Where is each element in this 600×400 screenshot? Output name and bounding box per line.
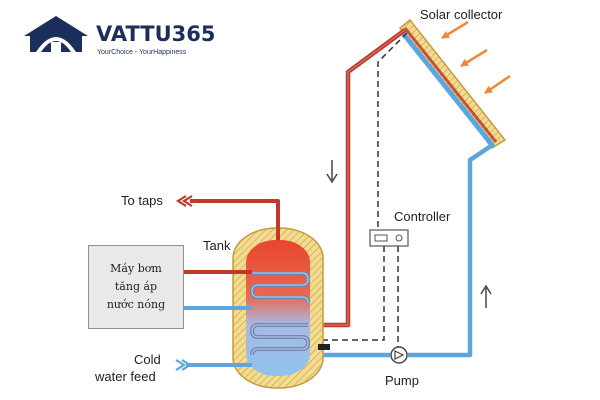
pump-label: Pump	[385, 373, 419, 388]
tank-label: Tank	[203, 238, 231, 253]
booster-pump-note: Máy bơm tăng áp nước nóng	[88, 245, 184, 329]
cold-feed-arrow-icon	[175, 359, 193, 371]
solar-collector	[398, 18, 507, 149]
brand-tagline: YourChoice - YourHappiness	[97, 49, 187, 56]
pump-icon	[390, 346, 408, 364]
controller-unit	[369, 229, 409, 247]
cold-feed-label-line2: water feed	[94, 369, 156, 384]
to-taps-arrow-icon	[175, 195, 193, 207]
note-line-2: tăng áp	[114, 280, 158, 293]
control-wiring	[320, 32, 408, 348]
hot-water-pipe	[305, 28, 407, 328]
note-line-3: nước nóng	[106, 298, 166, 311]
solar-collector-label: Solar collector	[420, 7, 503, 22]
flow-down-arrow-icon	[326, 160, 338, 184]
brand-logo: VATTU365 YourChoice - YourHappiness	[24, 16, 215, 56]
house-logo-icon	[24, 16, 88, 52]
note-line-1: Máy bơm	[110, 262, 162, 275]
taps-outlet-pipe	[190, 199, 280, 240]
sun-rays-icon	[441, 20, 511, 95]
brand-name: VATTU365	[96, 22, 215, 46]
cold-feed-label-line1: Cold	[134, 352, 161, 367]
flow-up-arrow-icon	[480, 284, 492, 308]
sensor-stub	[318, 344, 330, 350]
to-taps-label: To taps	[121, 193, 163, 208]
controller-label: Controller	[394, 209, 451, 224]
